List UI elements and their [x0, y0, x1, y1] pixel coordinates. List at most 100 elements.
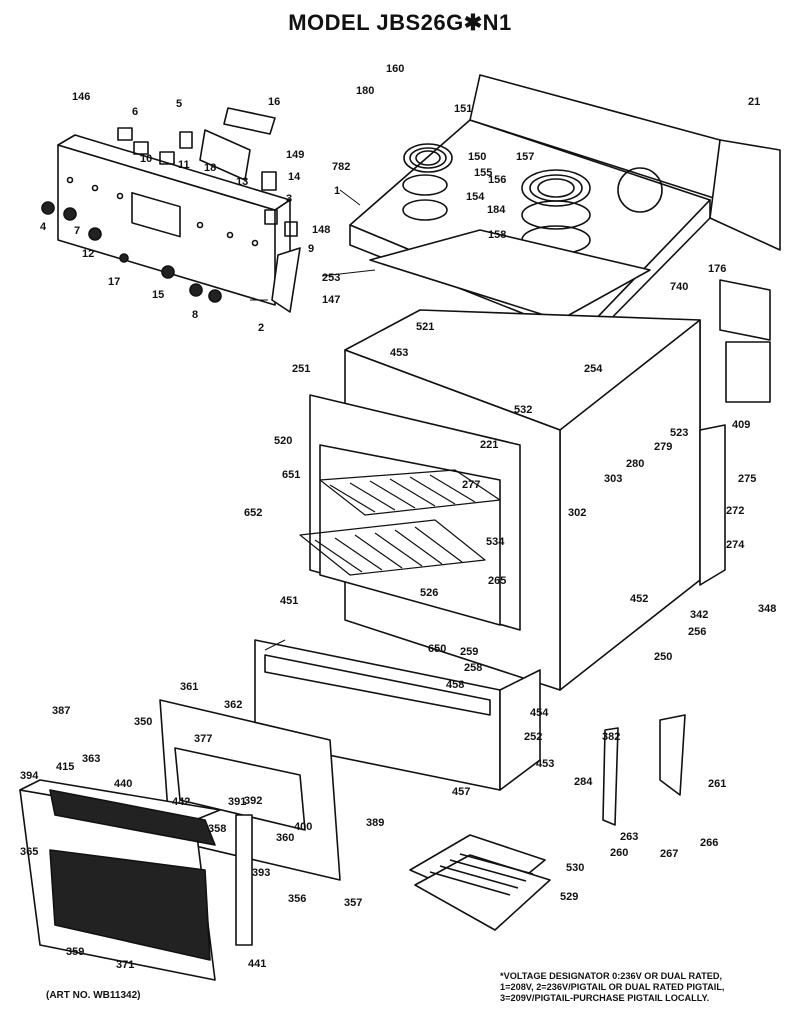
control-knobs [41, 201, 222, 303]
callout-label: 184 [487, 204, 506, 216]
callout-label: 302 [568, 507, 586, 519]
callout-label: 17 [108, 276, 120, 288]
callout-label: 440 [114, 778, 132, 790]
callout-label: 18 [204, 162, 216, 174]
callout-label: 267 [660, 848, 678, 860]
callout-label: 400 [294, 821, 312, 833]
callout-label: 650 [428, 643, 446, 655]
callout-label: 363 [82, 753, 100, 765]
callout-label: 520 [274, 435, 292, 447]
callout-label: 6 [132, 106, 138, 118]
callout-label: 530 [566, 862, 584, 874]
side-parts [602, 279, 771, 826]
callout-label: 151 [454, 103, 472, 115]
callout-label: 441 [248, 958, 266, 970]
broiler-pan [409, 834, 551, 931]
callout-label: 16 [268, 96, 280, 108]
callout-label: 521 [416, 321, 434, 333]
callout-label: 149 [286, 149, 304, 161]
drip-tray [369, 229, 651, 321]
callout-label: 387 [52, 705, 70, 717]
callout-label: 453 [536, 758, 554, 770]
callout-label: 277 [462, 479, 480, 491]
callout-label: 356 [288, 893, 306, 905]
switches [117, 107, 301, 313]
callout-label: 280 [626, 458, 644, 470]
callout-label: 391 [228, 796, 246, 808]
callout-label: 365 [20, 846, 38, 858]
callout-label: 260 [610, 847, 628, 859]
callout-label: 160 [386, 63, 404, 75]
callout-label: 523 [670, 427, 688, 439]
callout-label: 371 [116, 959, 134, 971]
callout-label: 377 [194, 733, 212, 745]
callout-label: 279 [654, 441, 672, 453]
callout-label: 250 [654, 651, 672, 663]
callout-label: 252 [524, 731, 542, 743]
callout-label: 154 [466, 191, 485, 203]
callout-label: 10 [140, 153, 152, 165]
callout-label: 348 [758, 603, 776, 615]
callout-label: 15 [152, 289, 164, 301]
voltage-footnote: *VOLTAGE DESIGNATOR 0:236V OR DUAL RATED… [500, 971, 792, 1004]
callout-label: 342 [690, 609, 708, 621]
callout-label: 415 [56, 761, 74, 773]
footnote-line: *VOLTAGE DESIGNATOR 0:236V OR DUAL RATED… [500, 971, 723, 981]
callout-label: 157 [516, 151, 534, 163]
callout-label: 652 [244, 507, 262, 519]
callout-label: 442 [172, 796, 190, 808]
callout-label: 453 [390, 347, 408, 359]
callout-label: 156 [488, 174, 506, 186]
footnote-line: 3=209V/PIGTAIL-PURCHASE PIGTAIL LOCALLY. [500, 993, 710, 1003]
callout-label: 457 [452, 786, 470, 798]
callout-label: 275 [738, 473, 756, 485]
callout-label: 21 [748, 96, 760, 108]
callout-label: 148 [312, 224, 330, 236]
callout-label: 534 [486, 536, 505, 548]
control-panel [57, 134, 291, 306]
callout-label: 1 [334, 185, 340, 197]
callout-label: 454 [530, 707, 549, 719]
callout-label: 253 [322, 272, 340, 284]
callout-label: 651 [282, 469, 300, 481]
callout-label: 266 [700, 837, 718, 849]
callout-label: 155 [474, 167, 492, 179]
callout-label: 358 [208, 823, 226, 835]
callout-label: 11 [178, 159, 190, 171]
callout-label: 303 [604, 473, 622, 485]
callout-label: 150 [468, 151, 486, 163]
callout-label: 782 [332, 161, 350, 173]
callout-label: 147 [322, 294, 340, 306]
callout-label: 265 [488, 575, 506, 587]
callout-label: 146 [72, 91, 90, 103]
oven-racks [299, 469, 501, 576]
callout-label: 392 [244, 795, 262, 807]
callout-label: 221 [480, 439, 498, 451]
callout-label: 357 [344, 897, 362, 909]
callout-label: 259 [460, 646, 478, 658]
callout-label: 360 [276, 832, 294, 844]
callout-label: 2 [258, 322, 264, 334]
callout-label: 3 [286, 193, 292, 205]
callout-label: 284 [574, 776, 593, 788]
callout-label: 4 [40, 221, 47, 233]
burner-coils [402, 143, 591, 255]
callout-label: 251 [292, 363, 310, 375]
callout-label: 258 [464, 662, 482, 674]
callout-label: 740 [670, 281, 688, 293]
callout-label: 8 [192, 309, 198, 321]
callout-label: 158 [488, 229, 506, 241]
art-number: (ART NO. WB11342) [46, 990, 141, 1001]
callout-label: 532 [514, 404, 532, 416]
callout-label: 452 [630, 593, 648, 605]
oven-door-assembly [19, 699, 341, 981]
callout-label: 394 [20, 770, 39, 782]
callout-label: 458 [446, 679, 464, 691]
callout-label: 14 [288, 171, 301, 183]
callout-label: 254 [584, 363, 603, 375]
callout-label: 272 [726, 505, 744, 517]
callout-label: 261 [708, 778, 726, 790]
